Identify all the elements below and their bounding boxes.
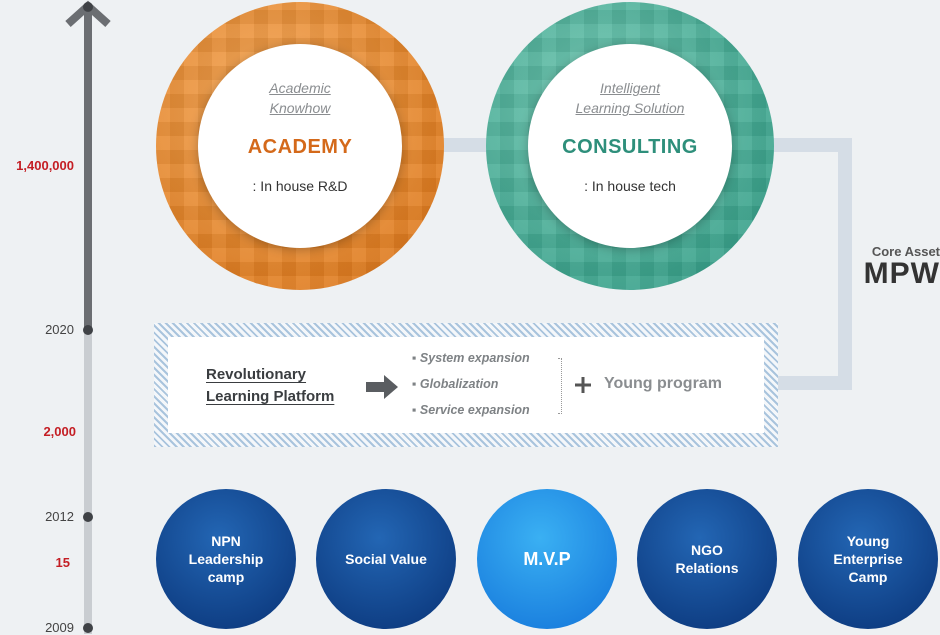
academy-inner: Academic Knowhow ACADEMY : In house R&D (198, 44, 402, 248)
list-item: ▪ Globalization (412, 377, 499, 391)
consulting-subtitle-line2: Learning Solution (575, 100, 685, 116)
academy-description: : In house R&D (252, 178, 348, 194)
figure-15: 15 (55, 555, 70, 570)
core-asset-name: MPW (863, 257, 940, 290)
bullet-system-expansion: System expansion (419, 351, 530, 365)
program-label-mvp: M.V.P (523, 549, 571, 569)
young-program-label: Young program (604, 375, 722, 392)
program-label-npn: NPN Leadership camp (188, 533, 264, 585)
platform-title-line2: Learning Platform (206, 388, 335, 405)
year-label-2020: 2020 (45, 322, 74, 337)
consulting-title: CONSULTING (562, 136, 698, 158)
platform-box: Revolutionary Learning Platform ▪ System… (154, 323, 778, 447)
academy-subtitle-line1: Academic (269, 80, 331, 96)
program-ngo-relations: NGO Relations (637, 489, 777, 629)
platform-inner: Revolutionary Learning Platform ▪ System… (168, 337, 764, 433)
program-social-value: Social Value (316, 489, 456, 629)
bracket-divider (558, 358, 562, 414)
academy-circle: Academic Knowhow ACADEMY : In house R&D (156, 2, 444, 290)
right-arrow-icon (366, 375, 398, 399)
consulting-circle: Intelligent Learning Solution CONSULTING… (486, 2, 774, 290)
bullet-globalization: Globalization (419, 377, 499, 391)
timeline-axis-lower (84, 330, 92, 634)
timeline-top-dot (83, 2, 93, 12)
connector-vertical (838, 138, 852, 390)
program-mvp: M.V.P (477, 489, 617, 629)
program-label-ngo: NGO Relations (675, 542, 739, 576)
program-label-social-value: Social Value (345, 551, 427, 567)
consulting-subtitle-line1: Intelligent (600, 80, 660, 96)
bullet-service-expansion: Service expansion (419, 403, 530, 417)
program-npn-leadership-camp: NPN Leadership camp (156, 489, 296, 629)
timeline-axis-upper (84, 12, 92, 330)
connector-academy-consulting (440, 138, 494, 152)
academy-title: ACADEMY (247, 136, 353, 158)
connector-platform (776, 376, 852, 390)
timeline-dot-2009 (83, 623, 93, 633)
plus-icon (575, 377, 591, 393)
platform-title-line1: Revolutionary (206, 366, 307, 383)
connector-consulting-right (772, 138, 852, 152)
figure-2000: 2,000 (43, 424, 76, 439)
expansion-list: ▪ System expansion ▪ Globalization ▪ Ser… (412, 348, 530, 426)
year-label-2009: 2009 (45, 620, 74, 635)
core-asset-label: Core Asset (871, 244, 940, 259)
academy-subtitle-line2: Knowhow (269, 100, 331, 116)
platform-title: Revolutionary Learning Platform (206, 364, 334, 408)
year-label-2012: 2012 (45, 509, 74, 524)
list-item: ▪ Service expansion (412, 403, 530, 417)
program-young-enterprise-camp: Young Enterprise Camp (798, 489, 938, 629)
consulting-description: : In house tech (584, 178, 676, 194)
timeline-dot-2020 (83, 325, 93, 335)
program-label-young-enterprise: Young Enterprise Camp (833, 533, 903, 585)
consulting-inner: Intelligent Learning Solution CONSULTING… (528, 44, 732, 248)
figure-1400000: 1,400,000 (16, 158, 74, 173)
timeline-dot-2012 (83, 512, 93, 522)
list-item: ▪ System expansion (412, 351, 530, 365)
